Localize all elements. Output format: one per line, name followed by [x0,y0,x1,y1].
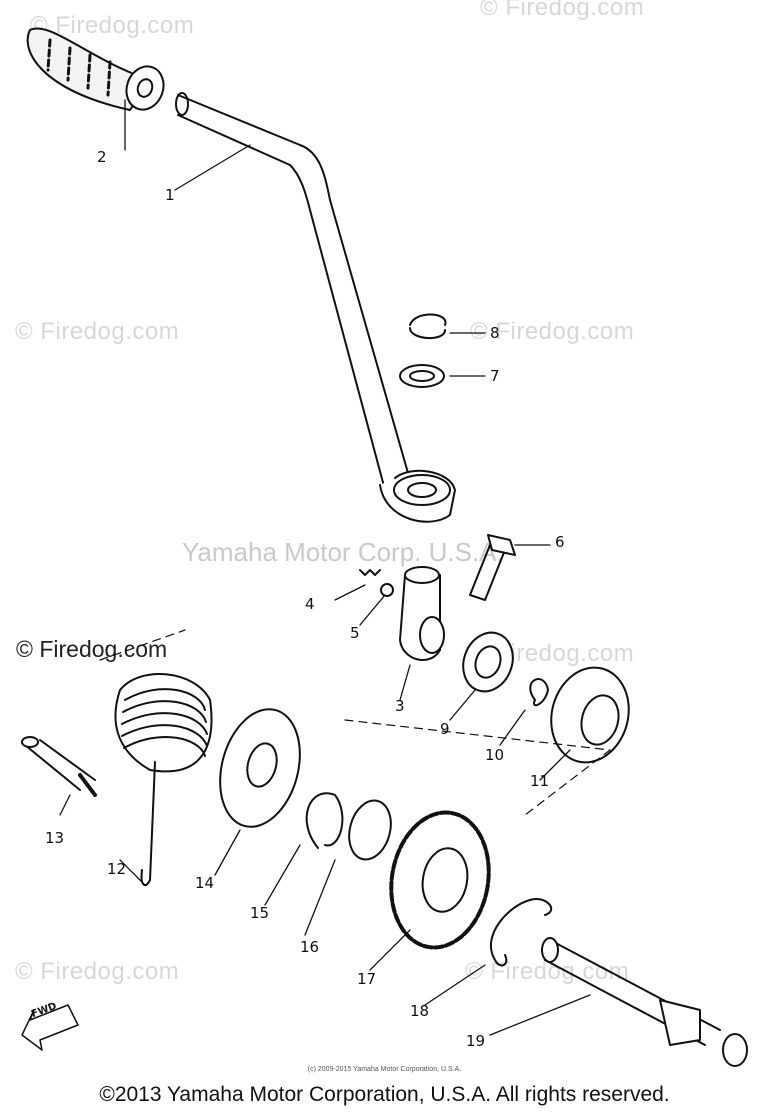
watermark-mid-left: © Firedog.com [15,318,180,345]
fwd-arrow-icon [21,1004,79,1051]
torsion-spring-12-part [114,673,213,887]
clip-18-part [489,898,553,967]
bolt-6-part [469,534,516,601]
callout-11: 11 [530,772,550,790]
callout-12: 12 [107,860,127,878]
callout-3: 3 [395,697,405,715]
callout-5: 5 [350,624,360,642]
grip-part [26,27,165,111]
watermark-top-right: © Firedog.com [480,0,645,21]
circlip-10-part [529,678,549,707]
callout-4: 4 [305,595,315,613]
callout-6: 6 [555,533,565,551]
washer-7-part [399,364,445,388]
spring-4-part [359,569,381,576]
callout-1: 1 [165,186,175,204]
callout-13: 13 [45,829,65,847]
gear-17-part [389,810,491,950]
watermark-mid-right: © Firedog.com [470,318,635,345]
pin-13-part [21,736,97,797]
circlip-15-part [305,792,344,849]
kick-lever-part [175,92,456,523]
callout-14: 14 [195,874,215,892]
callout-7: 7 [490,367,500,385]
callout-17: 17 [357,970,377,988]
circlip-8-part [409,313,447,339]
watermark-bottom-right: © Firedog.com [465,958,630,985]
callout-18: 18 [410,1002,430,1020]
callout-10: 10 [485,746,505,764]
callout-19: 19 [466,1032,486,1050]
watermark-dark: © Firedog.com [16,636,168,662]
callout-16: 16 [300,938,320,956]
spring-guide-11-part [550,666,630,764]
watermark-bottom-left: © Firedog.com [15,958,180,985]
callout-2: 2 [97,148,107,166]
washer-16-part [348,799,392,861]
watermark-center: Yamaha Motor Corp. U.S.A. [182,537,504,567]
oil-seal-9-part [462,631,514,693]
callout-8: 8 [490,324,500,342]
boss-3-part [399,566,445,661]
ball-5-part [380,583,394,597]
small-copyright: (c) 2009-2015 Yamaha Motor Corporation, … [307,1066,462,1073]
plate-14-part [219,708,301,828]
copyright-footer: ©2013 Yamaha Motor Corporation, U.S.A. A… [99,1083,670,1106]
callout-9: 9 [440,720,450,738]
kick-shaft-19-part [541,937,748,1067]
callout-15: 15 [250,904,270,922]
